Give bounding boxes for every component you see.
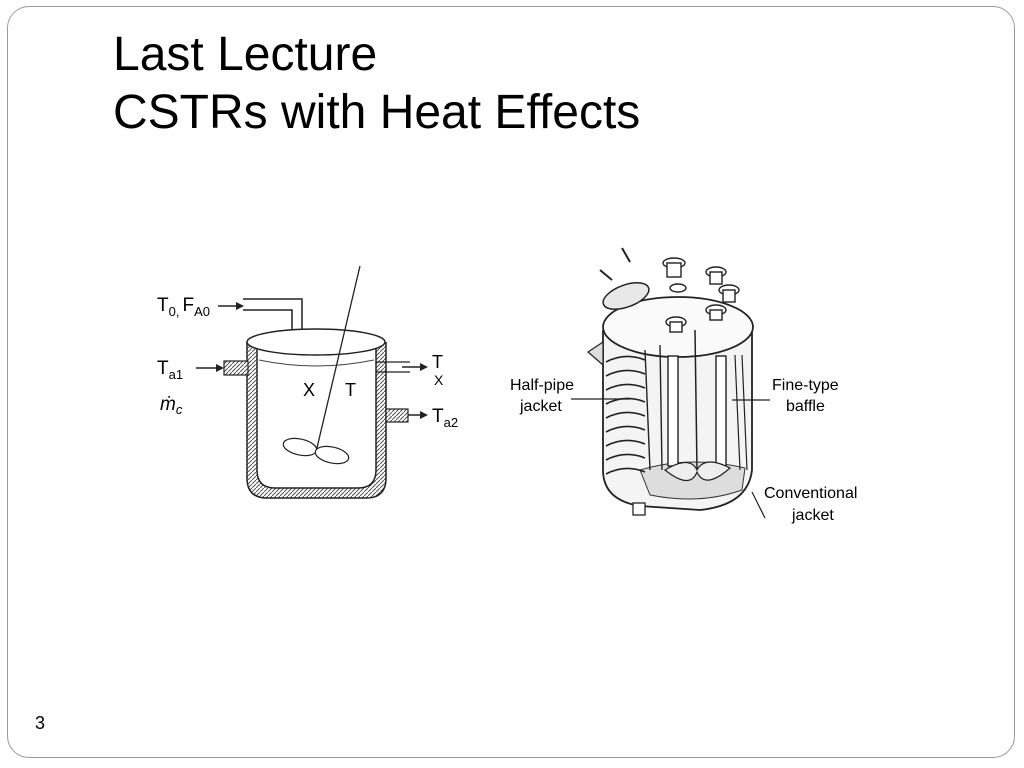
side-nozzle — [587, 340, 604, 367]
feed-arrow-icon — [236, 302, 244, 310]
manway-cover — [602, 282, 650, 310]
baffle-left — [667, 355, 679, 467]
coolant-inlet-nozzle — [223, 360, 249, 376]
title-line-1: Last Lecture — [113, 28, 378, 81]
reactor-vessel-drawing: Half-pipe jacket Fine-type baffle Conven… — [510, 247, 857, 524]
cstr-vessel — [256, 341, 377, 489]
feed-pipe — [243, 298, 303, 330]
conventional-label-2: jacket — [791, 507, 834, 524]
impeller-blade-right — [314, 445, 350, 465]
conventional-callout — [751, 491, 766, 519]
slide-number: 3 — [35, 713, 46, 733]
coolant-flow-label: ṁc — [160, 394, 183, 417]
conventional-label-1: Conventional — [764, 485, 857, 502]
coolant-in-arrow-icon — [216, 364, 224, 372]
half-pipe-label-1: Half-pipe — [510, 377, 574, 394]
cutaway-edge — [644, 344, 663, 471]
half-pipe-label-2: jacket — [519, 398, 562, 415]
top-nozzles — [662, 257, 740, 333]
liquid-surface — [258, 359, 375, 367]
outlet-t-label: T — [432, 352, 443, 372]
temperature-label: T — [345, 380, 356, 400]
baffle-right — [715, 355, 727, 467]
agitator-shaft — [315, 265, 361, 453]
manway-handle — [599, 247, 631, 281]
cstr-top-rim — [246, 328, 386, 356]
coolant-out-label: Ta2 — [432, 406, 458, 430]
feed-label: T0,FA0 — [157, 295, 210, 319]
title-line-2: CSTRs with Heat Effects — [113, 86, 641, 139]
baffle-label-1: Fine-type — [772, 377, 839, 394]
bottom-drain — [632, 502, 646, 516]
coolant-in-label: Ta1 — [157, 358, 183, 382]
slide-frame — [7, 6, 1015, 758]
fine-baffle-strip — [734, 354, 748, 471]
outlet-x-label: X — [434, 372, 444, 388]
product-outlet-pipe — [376, 361, 410, 373]
slide-title: Last Lecture CSTRs with Heat Effects — [113, 26, 640, 142]
conversion-label: X — [303, 380, 315, 400]
outlet-arrow-icon — [420, 363, 428, 371]
coolant-outlet-nozzle — [385, 408, 409, 423]
cstr-schematic: T0,FA0 Ta1 ṁc X T T X Ta2 — [157, 265, 458, 499]
reactor-impeller — [663, 461, 732, 482]
reactor-shaft — [694, 329, 698, 471]
coolant-out-arrow-icon — [420, 411, 428, 419]
baffle-label-2: baffle — [786, 398, 825, 415]
half-pipe-coils — [605, 355, 646, 475]
